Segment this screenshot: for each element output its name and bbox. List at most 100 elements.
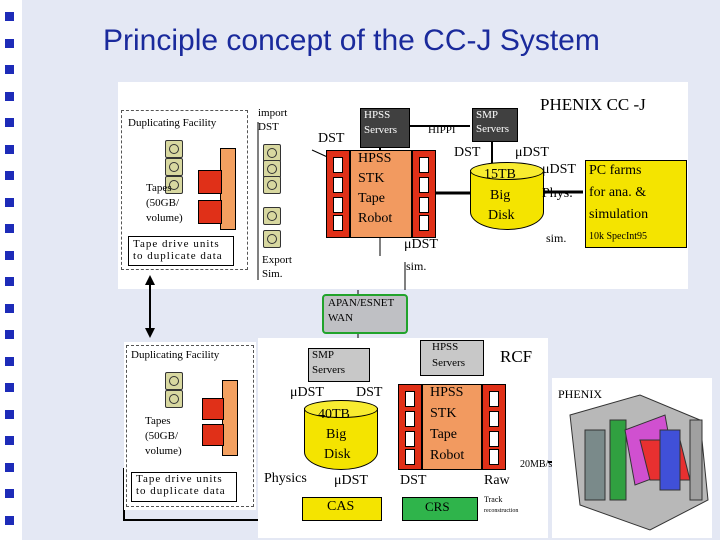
- duplicating-facility-label-bottom: Duplicating Facility: [131, 349, 220, 361]
- phenix-label: PHENIX: [558, 387, 602, 401]
- slide-title: Principle concept of the CC-J System: [103, 24, 600, 57]
- udst2-label: μDST: [334, 473, 368, 488]
- smp-servers-box-bottom: [308, 348, 370, 382]
- pc-farms-label-3: simulation: [589, 207, 649, 222]
- tape-drive-units-2: to duplicate data: [133, 250, 223, 262]
- big-disk-40tb: [304, 400, 378, 470]
- tape-drive-units-bottom-1: Tape drive units: [136, 473, 223, 485]
- tape-icon: [165, 390, 183, 408]
- dst2-label: DST: [400, 473, 427, 488]
- bullet-square: [5, 91, 14, 101]
- hpss-robot-bottom-2: STK: [430, 406, 457, 421]
- hpss-robot-bottom-4: Robot: [430, 448, 465, 463]
- dst-left-label: DST: [318, 131, 345, 146]
- tapes-bottom-1: Tapes: [145, 415, 171, 427]
- tape-icon: [165, 140, 183, 158]
- wan-label-2: WAN: [328, 312, 354, 324]
- udst-bottom-panel-label: μDST: [290, 385, 324, 400]
- duplicating-facility-frame: [121, 110, 248, 270]
- tape-icon: [263, 144, 281, 162]
- bullet-square: [5, 250, 14, 260]
- big-disk-40tb-label-3: Disk: [324, 447, 351, 462]
- tape-icon: [165, 372, 183, 390]
- phenix-ccj-header: PHENIX CC -J: [540, 95, 646, 114]
- bullet-square: [5, 65, 14, 74]
- tape-drive-icon: [198, 200, 222, 224]
- hpss-robot-label-3: Tape: [358, 191, 386, 206]
- tapes-label-1: Tapes: [146, 182, 172, 194]
- bullet-square: [5, 409, 14, 419]
- tape-icon: [263, 176, 281, 194]
- hpss-servers-bottom-1: HPSS: [432, 341, 459, 353]
- duplicating-facility-frame-bottom: [126, 345, 254, 507]
- hpss-robot-label-4: Robot: [358, 211, 393, 226]
- tape-drive-units-box-bottom: [131, 472, 237, 502]
- tapes-bottom-3: volume): [145, 445, 182, 457]
- robot-rack-right: [412, 150, 436, 238]
- crs-box: [402, 497, 478, 521]
- hpss-robot-label-2: STK: [358, 171, 385, 186]
- hpss-servers-label-1: HPSS: [364, 109, 391, 121]
- big-disk-label-3: Disk: [488, 208, 515, 223]
- udst-top-label: μDST: [515, 145, 549, 160]
- smp-servers-bottom-1: SMP: [312, 349, 335, 361]
- tape-drive-units-box: [128, 236, 234, 266]
- tapes-label-2: (50GB/: [146, 197, 179, 209]
- cas-box: [302, 497, 382, 521]
- pc-farms-label-1: PC farms: [589, 163, 642, 178]
- bullet-square: [5, 515, 14, 525]
- tape-icon: [165, 176, 183, 194]
- pc-farms-label-2: for ana. &: [589, 185, 647, 200]
- smp-servers-box: [472, 108, 518, 142]
- robot-rack-right-bottom: [482, 384, 506, 470]
- wan-label-1: APAN/ESNET: [328, 297, 395, 309]
- bullet-square: [5, 330, 14, 339]
- bullet-square: [5, 118, 14, 127]
- sim-label: Sim.: [262, 268, 283, 280]
- smp-servers-label-1: SMP: [476, 109, 499, 121]
- crs-label: CRS: [425, 499, 450, 514]
- bullet-square: [5, 144, 14, 154]
- sim-bottom-label: sim.: [406, 259, 427, 273]
- tapes-bottom-2: (50GB/: [145, 430, 178, 442]
- smp-servers-label-2: Servers: [476, 123, 509, 135]
- hpss-robot-label-1: HPSS: [358, 151, 392, 166]
- bullet-square: [5, 383, 14, 392]
- bullet-square: [5, 224, 14, 233]
- raw-label: Raw: [484, 473, 510, 488]
- bullet-square: [5, 303, 14, 313]
- spec-label: 10k SpecInt95: [589, 231, 648, 242]
- udst-right-label: μDST: [542, 162, 576, 177]
- dst-mid-label: DST: [454, 145, 481, 160]
- track-label: Track: [484, 495, 503, 504]
- hpss-robot-box-bottom: [422, 384, 482, 470]
- sim-right-label: sim.: [546, 231, 567, 245]
- bullet-square: [5, 197, 14, 207]
- cas-label: CAS: [327, 499, 355, 514]
- bullet-square: [5, 436, 14, 445]
- hippi-label: HIPPI: [428, 124, 456, 136]
- tape-icon: [165, 158, 183, 176]
- bullet-square: [5, 171, 14, 180]
- rcf-label: RCF: [500, 347, 533, 366]
- track-sub-label: reconstruction: [484, 508, 519, 514]
- duplicating-facility-label: Duplicating Facility: [128, 117, 217, 129]
- dst-bottom-panel-label: DST: [356, 385, 383, 400]
- phys-label: Phys.: [542, 186, 573, 201]
- big-disk-40tb-label-1: 40TB: [318, 407, 350, 422]
- export-label: Export: [262, 254, 292, 266]
- bullet-square: [5, 12, 14, 21]
- udst-bottom-label: μDST: [404, 237, 438, 252]
- hpss-servers-label-2: Servers: [364, 124, 397, 136]
- bullet-square: [5, 489, 14, 498]
- tape-drive-icon: [202, 424, 224, 446]
- hpss-robot-bottom-3: Tape: [430, 427, 458, 442]
- import-dst-label: DST: [258, 121, 279, 133]
- tapes-label-3: volume): [146, 212, 183, 224]
- smp-servers-bottom-2: Servers: [312, 364, 345, 376]
- bullet-square: [5, 462, 14, 472]
- rate-label: 20MB/s: [520, 459, 553, 470]
- bullet-square: [5, 356, 14, 366]
- big-disk-label-2: Big: [490, 188, 511, 203]
